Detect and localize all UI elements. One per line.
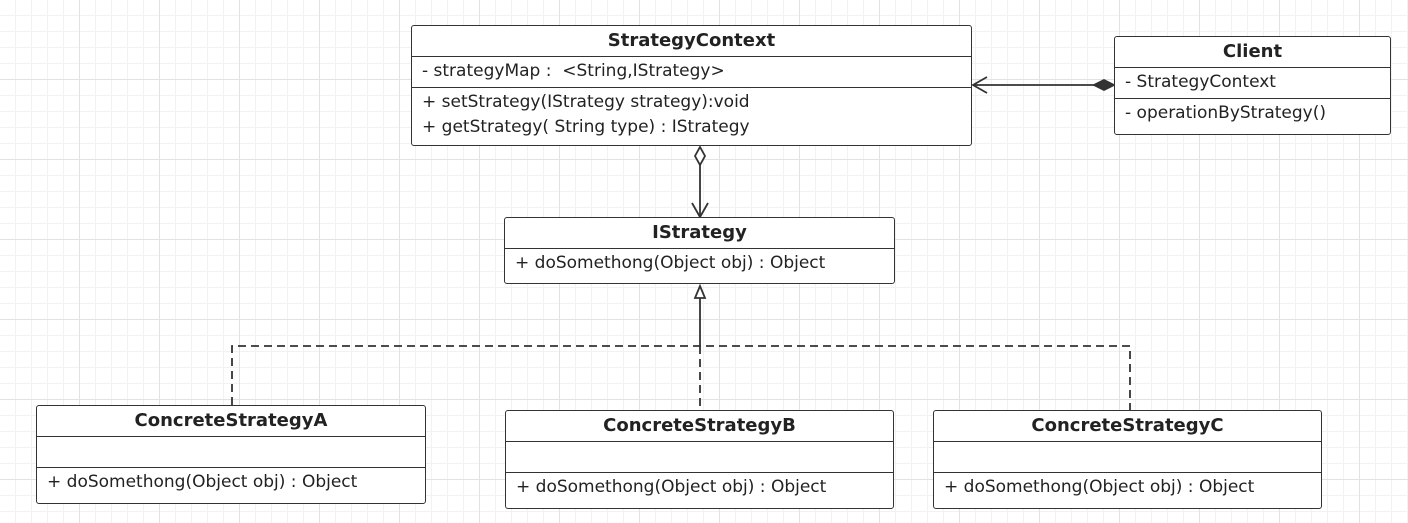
interface-istrategy[interactable]: IStrategy + doSomethong(Object obj) : Ob… <box>504 217 895 284</box>
operation: + setStrategy(IStrategy strategy):void <box>422 92 750 112</box>
attribute: - strategyMap : <String,IStrategy> <box>422 61 725 81</box>
composition-diamond-icon <box>1091 78 1117 92</box>
composition-client-to-context[interactable] <box>971 76 1117 94</box>
attributes-section <box>934 442 1321 473</box>
operation: - operationByStrategy() <box>1125 103 1326 123</box>
operation: + doSomethong(Object obj) : Object <box>515 253 826 273</box>
attributes-section: - strategyMap : <String,IStrategy> <box>412 57 971 88</box>
operations-section: + doSomethong(Object obj) : Object <box>506 473 893 502</box>
class-name: StrategyContext <box>412 26 971 57</box>
operation: + doSomethong(Object obj) : Object <box>944 477 1255 497</box>
attributes-section <box>37 437 425 468</box>
operations-section: - operationByStrategy() <box>1115 99 1390 128</box>
class-concrete-strategy-c[interactable]: ConcreteStrategyC + doSomethong(Object o… <box>933 410 1322 509</box>
operations-section: + doSomethong(Object obj) : Object <box>505 249 894 278</box>
class-concrete-strategy-a[interactable]: ConcreteStrategyA + doSomethong(Object o… <box>36 405 426 504</box>
class-client[interactable]: Client - StrategyContext - operationBySt… <box>1114 36 1391 135</box>
class-strategy-context[interactable]: StrategyContext - strategyMap : <String,… <box>411 25 972 146</box>
operation: + getStrategy( String type) : IStrategy <box>422 117 750 137</box>
operations-section: + doSomethong(Object obj) : Object <box>37 468 425 497</box>
realization-concretes-to-istrategy[interactable] <box>231 283 1131 410</box>
class-name: IStrategy <box>505 218 894 249</box>
aggregation-diamond-icon <box>693 145 707 167</box>
class-name: Client <box>1115 37 1390 68</box>
class-concrete-strategy-b[interactable]: ConcreteStrategyB + doSomethong(Object o… <box>505 410 894 509</box>
class-name: ConcreteStrategyB <box>506 411 893 442</box>
realization-triangle-icon <box>693 283 707 299</box>
operation: + doSomethong(Object obj) : Object <box>47 472 358 492</box>
class-name: ConcreteStrategyC <box>934 411 1321 442</box>
class-name: ConcreteStrategyA <box>37 406 425 437</box>
operation: + doSomethong(Object obj) : Object <box>516 477 827 497</box>
attribute: - StrategyContext <box>1125 72 1276 92</box>
operations-section: + doSomethong(Object obj) : Object <box>934 473 1321 502</box>
aggregation-context-to-istrategy[interactable] <box>691 145 709 219</box>
attributes-section: - StrategyContext <box>1115 68 1390 99</box>
attributes-section <box>506 442 893 473</box>
operations-section: + setStrategy(IStrategy strategy):void +… <box>412 88 971 142</box>
